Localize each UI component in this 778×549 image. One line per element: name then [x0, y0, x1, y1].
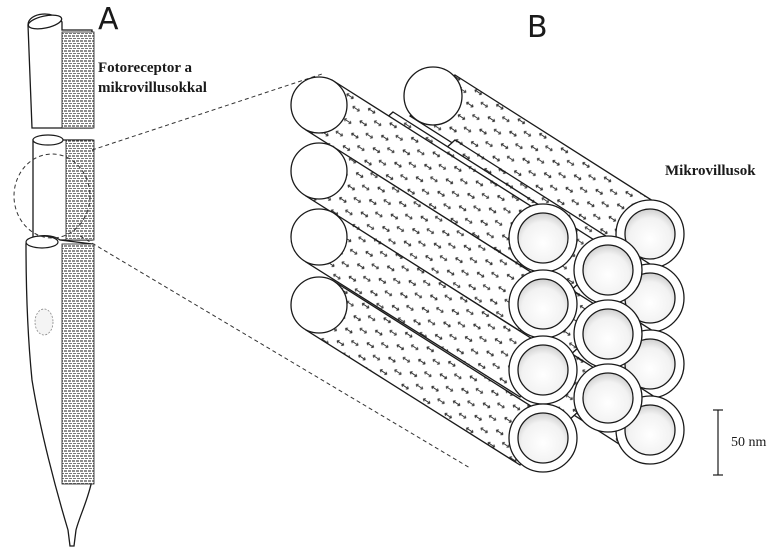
microvilli-array [291, 67, 684, 472]
panel-a-caption: Fotoreceptor a mikrovillusokkal [98, 58, 207, 98]
photoreceptor-cell [14, 13, 94, 546]
scale-bar-label: 50 nm [731, 435, 766, 451]
scale-bar [713, 410, 723, 475]
panel-a-caption-line2: mikrovillusokkal [98, 78, 207, 98]
microvilli-label: Mikrovillusok [665, 161, 756, 181]
panel-b-letter: B [527, 10, 548, 45]
panel-a-caption-line1: Fotoreceptor a [98, 58, 207, 78]
panel-a-letter: A [98, 2, 119, 37]
